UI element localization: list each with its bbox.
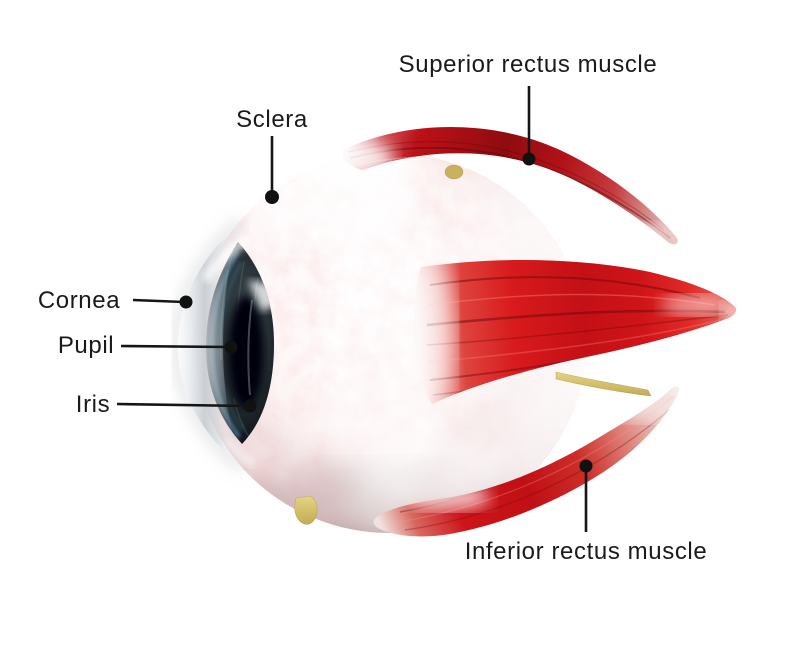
dot-pupil <box>224 340 238 354</box>
dot-iris <box>243 399 257 413</box>
label-iris: Iris <box>75 391 111 418</box>
pupil <box>228 296 264 408</box>
dot-inferior-rectus <box>579 459 593 473</box>
lateral-rectus-body <box>413 259 736 404</box>
lateral-tip-sheen <box>661 295 729 315</box>
label-pupil: Pupil <box>57 332 115 359</box>
label-sclera: Sclera <box>236 106 308 133</box>
iris-reflection <box>248 280 274 312</box>
label-superior-rectus-muscle: Superior rectus muscle <box>398 51 658 78</box>
dot-sclera <box>265 190 279 204</box>
leader-cornea <box>132 298 185 304</box>
dot-superior-rectus <box>522 152 536 166</box>
leader-lines <box>116 86 588 532</box>
label-cornea: Cornea <box>37 287 121 314</box>
cornea-highlight <box>202 233 254 283</box>
inferior-tendon-attachment <box>362 430 502 510</box>
superior-rectus-body <box>342 126 678 245</box>
nerve-twig <box>555 371 652 397</box>
leader-dots <box>179 152 593 473</box>
nerve-nodule <box>444 164 464 180</box>
dot-cornea <box>179 295 193 309</box>
label-inferior-rectus-muscle: Inferior rectus muscle <box>464 538 708 565</box>
leader-pupil <box>120 344 230 349</box>
nerve-details <box>294 164 652 525</box>
nerve-stub <box>294 495 318 525</box>
leader-iris <box>116 402 249 408</box>
